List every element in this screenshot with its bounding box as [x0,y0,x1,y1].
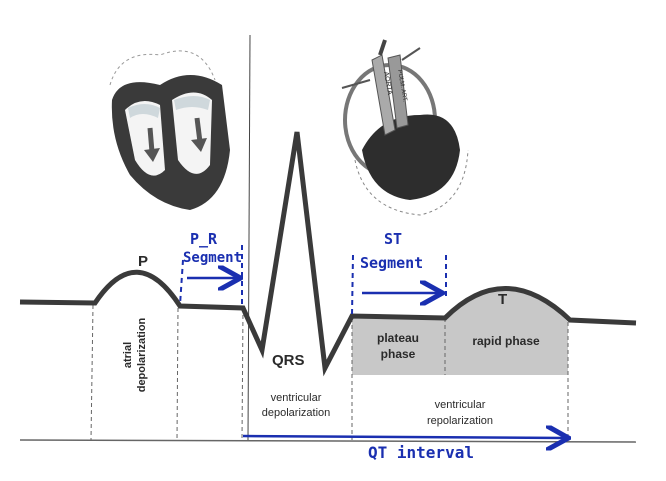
st-label-1: ST [384,230,402,248]
rapid-phase-label: rapid phase [472,334,540,348]
plateau-label-1: plateau [377,331,419,345]
qt-interval-arrow [242,436,566,438]
divider-line [247,34,251,441]
st-label-2: Segment [360,254,423,272]
atrial-label-1: atrial [122,342,134,368]
p-wave-label: P [138,253,148,270]
plateau-label-2: phase [381,347,416,361]
baseline-axis [19,439,637,443]
ecg-trace [19,131,637,377]
qt-interval-label: QT interval [368,443,474,462]
repolarization-shade [352,288,568,375]
pr-label-2: Segment [183,250,242,266]
t-wave-label: T [498,291,507,308]
pulmonary-artery-label: PULM. ART. [396,69,408,102]
vrep-label-1: ventricular [435,399,486,411]
vdep-label-1: ventricular [271,392,322,404]
atrial-heart-illustration [109,50,230,210]
vrep-label-2: repolarization [427,415,493,427]
qrs-label: QRS [272,352,305,369]
atrial-label-2: depolarization [136,317,148,392]
vdep-label-2: depolarization [262,407,331,419]
region-dividers [90,304,569,441]
ventricular-heart-illustration: AORTA PULM. ART. [341,39,469,216]
aorta-label: AORTA [382,71,393,96]
arrow-down-icon [147,127,155,153]
pr-label-1: P_R [190,230,218,248]
